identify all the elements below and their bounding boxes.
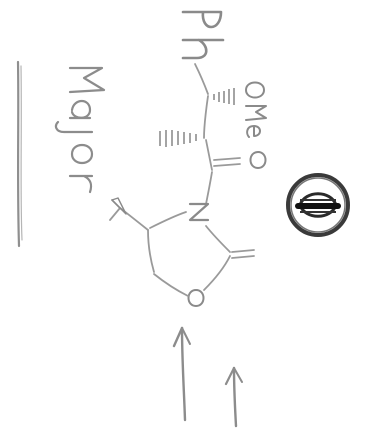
c-n-bond xyxy=(205,171,213,205)
carbonyl-double-bond-b xyxy=(213,163,241,167)
backbone-2 xyxy=(205,139,213,171)
ring-c-to-o xyxy=(203,255,231,291)
isopropyl-wedge xyxy=(111,197,127,215)
ring-carbonyl-b xyxy=(231,255,255,259)
ring-n-to-c xyxy=(205,225,231,253)
ring-o-drawing xyxy=(187,289,205,307)
ring-carbonyl-a xyxy=(231,249,255,253)
major-underline-2 xyxy=(20,65,23,241)
carbonyl-o-drawing xyxy=(249,151,267,169)
ring-ch-to-n xyxy=(149,211,187,229)
ome-text-drawing xyxy=(245,81,267,138)
ph-bond xyxy=(194,63,209,95)
major-underline xyxy=(16,60,21,248)
hashed-wedge-methyl xyxy=(159,130,197,147)
ph-text-drawing xyxy=(181,10,225,60)
carbonyl-double-bond-a xyxy=(213,157,241,161)
major-word xyxy=(54,66,106,194)
double-up-arrow-icon xyxy=(172,326,243,428)
ring-o-to-ch2 xyxy=(153,273,189,297)
isopropyl-branch-b xyxy=(109,207,121,221)
ring-ch2-to-ch xyxy=(147,229,155,273)
hashed-wedge-ome xyxy=(213,88,235,105)
circled-minus-icon xyxy=(286,173,350,237)
backbone-1 xyxy=(203,95,209,139)
n-text-drawing xyxy=(188,202,210,222)
